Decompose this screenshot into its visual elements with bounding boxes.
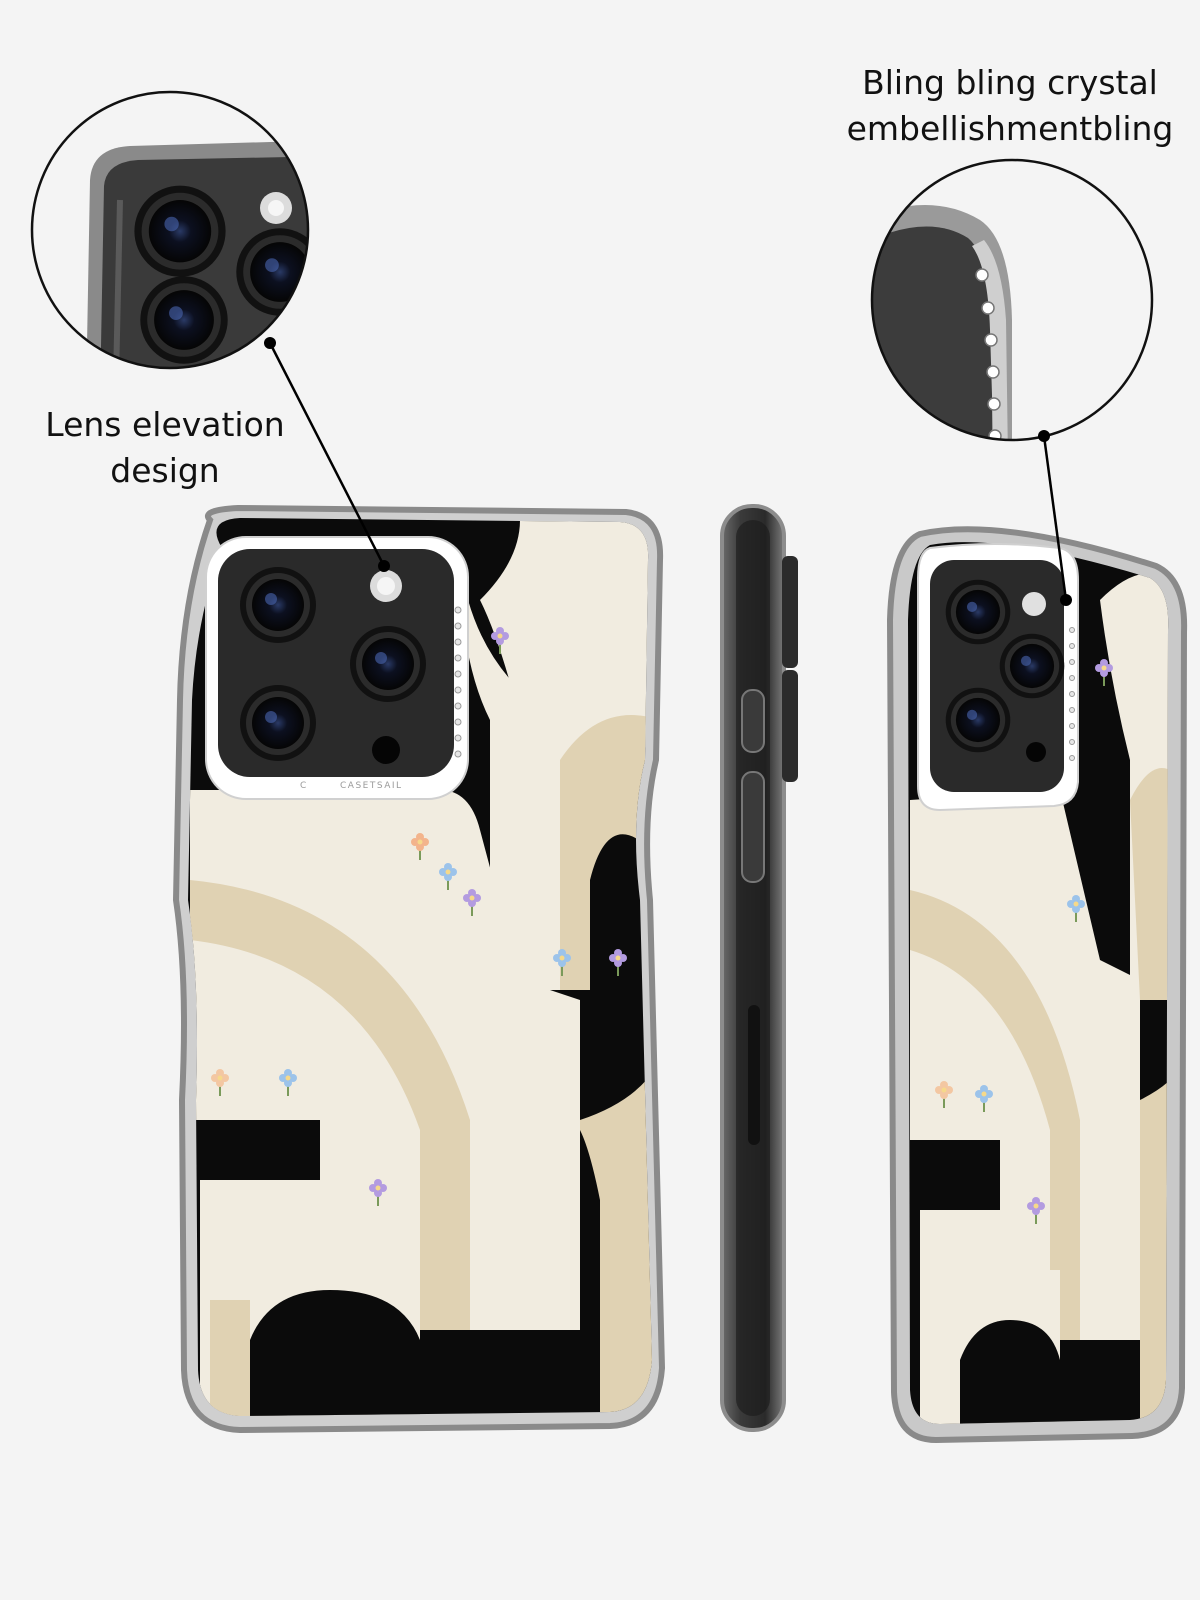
camera-module: C CASETSAIL xyxy=(205,536,469,800)
lens-icon xyxy=(240,685,316,761)
phone-angled-view xyxy=(886,526,1188,1444)
lens-icon xyxy=(240,567,316,643)
camera-module-angled xyxy=(917,543,1079,812)
crystal-icon xyxy=(454,606,462,758)
lens-icon xyxy=(134,185,226,277)
lens-icon xyxy=(999,633,1065,699)
lens-icon xyxy=(140,276,228,364)
crystal-icon xyxy=(1069,627,1075,761)
bling-crystal-label: Bling bling crystal embellishmentbling xyxy=(846,63,1174,148)
brand-name: CASETSAIL xyxy=(340,781,403,791)
lens-icon xyxy=(350,626,426,702)
flash-icon xyxy=(1022,592,1046,616)
lens-elevation-label: Lens elevation design xyxy=(45,405,285,490)
phone-front-view: C CASETSAIL xyxy=(172,504,666,1434)
lens-icon xyxy=(945,579,1011,645)
lens-icon xyxy=(236,228,308,316)
lens-icon xyxy=(945,687,1011,753)
phone-side-view xyxy=(720,504,798,1432)
lens-detail-callout xyxy=(30,90,390,572)
brand-logo-icon: C xyxy=(300,781,308,791)
